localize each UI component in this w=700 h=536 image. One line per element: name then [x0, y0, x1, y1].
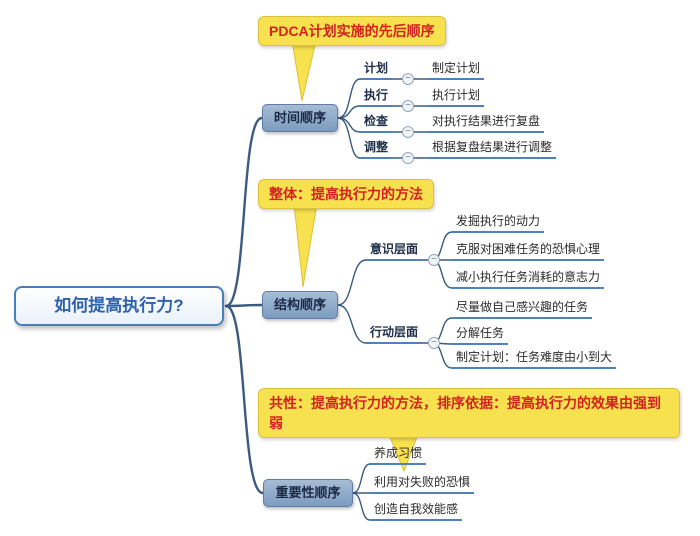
- callout-overall[interactable]: 整体：提高执行力的方法: [258, 179, 434, 209]
- collapse-minus-icon[interactable]: −: [402, 100, 414, 112]
- subtopic-adjust-detail[interactable]: 根据复盘结果进行调整: [428, 140, 557, 159]
- subtopic-use-fear-of-failure[interactable]: 利用对失败的恐惧: [370, 475, 475, 494]
- collapse-minus-icon[interactable]: −: [402, 73, 414, 85]
- branch-structure-order[interactable]: 结构顺序: [262, 291, 338, 319]
- subtopic-self-efficacy[interactable]: 创造自我效能感: [370, 502, 463, 521]
- subtopic-find-motivation[interactable]: 发掘执行的动力: [452, 214, 545, 233]
- subtopic-action-level[interactable]: 行动层面: [366, 325, 423, 344]
- collapse-minus-icon[interactable]: −: [402, 126, 414, 138]
- subtopic-overcome-fear[interactable]: 克服对困难任务的恐惧心理: [452, 242, 605, 261]
- subtopic-plan-detail[interactable]: 制定计划: [428, 61, 485, 80]
- branch-time-order[interactable]: 时间顺序: [262, 104, 338, 132]
- subtopic-plan-difficulty[interactable]: 制定计划：任务难度由小到大: [452, 350, 617, 369]
- callout-commonality[interactable]: 共性：提高执行力的方法，排序依据：提高执行力的效果由强到弱: [258, 388, 680, 438]
- subtopic-consciousness-level[interactable]: 意识层面: [366, 242, 423, 261]
- subtopic-decompose-tasks[interactable]: 分解任务: [452, 326, 509, 345]
- subtopic-adjust[interactable]: 调整: [360, 140, 393, 159]
- collapse-minus-icon[interactable]: −: [428, 254, 440, 266]
- subtopic-check-detail[interactable]: 对执行结果进行复盘: [428, 114, 545, 133]
- branch-importance-order[interactable]: 重要性顺序: [263, 479, 353, 507]
- subtopic-execute-detail[interactable]: 执行计划: [428, 88, 485, 107]
- subtopic-plan[interactable]: 计划: [360, 61, 393, 80]
- subtopic-build-habits[interactable]: 养成习惯: [370, 446, 427, 465]
- subtopic-interesting-tasks[interactable]: 尽量做自己感兴趣的任务: [452, 300, 593, 319]
- root-topic[interactable]: 如何提高执行力?: [14, 286, 224, 326]
- subtopic-execute[interactable]: 执行: [360, 88, 393, 107]
- callout-pdca[interactable]: PDCA计划实施的先后顺序: [258, 16, 446, 46]
- subtopic-reduce-willpower-cost[interactable]: 减小执行任务消耗的意志力: [452, 270, 605, 289]
- collapse-minus-icon[interactable]: −: [402, 152, 414, 164]
- collapse-minus-icon[interactable]: −: [428, 337, 440, 349]
- subtopic-check[interactable]: 检查: [360, 114, 393, 133]
